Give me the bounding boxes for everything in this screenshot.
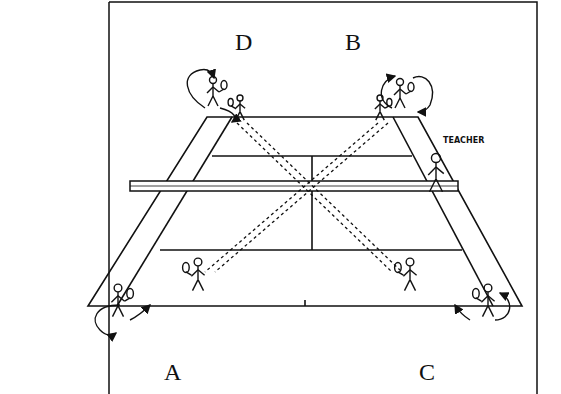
net	[130, 181, 458, 191]
ball-path	[205, 123, 402, 272]
figure-stroke	[395, 98, 400, 108]
player-figure	[375, 95, 392, 120]
player-figure	[395, 258, 417, 290]
frame	[109, 2, 537, 394]
figure-stroke	[207, 87, 213, 93]
players	[111, 77, 494, 317]
figure-stroke	[405, 280, 411, 291]
figure-stroke	[380, 104, 385, 108]
figure-stroke	[436, 167, 444, 174]
player-figure	[183, 258, 205, 290]
figure-stroke	[240, 104, 245, 108]
figure-stroke	[213, 87, 219, 92]
figure-stroke	[488, 306, 494, 317]
figure-stroke	[197, 266, 198, 280]
figure-stroke	[212, 84, 213, 97]
player-letter: D	[235, 30, 252, 54]
figure-stroke	[375, 104, 380, 109]
player-figure	[207, 77, 227, 107]
figure-stroke	[235, 104, 240, 109]
player-figure	[473, 284, 495, 316]
figure-stroke	[191, 270, 198, 277]
figure-stroke	[198, 270, 205, 276]
player-figure	[228, 95, 245, 120]
player-figure	[394, 79, 414, 109]
figure-stroke	[399, 86, 400, 99]
player-letter: B	[345, 30, 361, 54]
figure-stroke	[400, 89, 406, 94]
figure-stroke	[213, 96, 218, 106]
player-figure	[428, 153, 444, 191]
figure-stroke	[117, 292, 118, 306]
figure-stroke	[111, 296, 118, 303]
figure-stroke	[400, 98, 405, 108]
figure-stroke	[193, 280, 199, 291]
teacher-label: TEACHER	[442, 137, 485, 145]
figure-stroke	[208, 96, 213, 106]
figure-stroke	[481, 296, 488, 303]
figure-stroke	[118, 296, 125, 302]
figure-stroke	[379, 101, 380, 112]
figure-stroke	[403, 270, 410, 277]
figure-stroke	[410, 280, 416, 291]
figure-stroke	[409, 266, 410, 280]
figure-stroke	[376, 112, 380, 121]
figure-stroke	[394, 89, 400, 95]
player-letter: A	[164, 360, 181, 384]
figure-stroke	[240, 112, 244, 121]
figure-stroke	[488, 296, 495, 302]
figure-stroke	[487, 292, 488, 306]
figure-stroke	[236, 112, 240, 121]
court	[88, 117, 522, 306]
figure-stroke	[435, 163, 436, 179]
figure-stroke	[118, 306, 124, 317]
figure-stroke	[430, 179, 437, 192]
player-figure	[111, 284, 133, 316]
player-letter: C	[419, 360, 435, 384]
figure-stroke	[380, 112, 384, 121]
figure-stroke	[428, 167, 436, 175]
figure-stroke	[436, 179, 443, 192]
figure-stroke	[198, 280, 204, 291]
figure-stroke	[410, 270, 417, 276]
figure-stroke	[239, 101, 240, 112]
figure-stroke	[483, 306, 489, 317]
figure-stroke	[113, 306, 119, 317]
rotation-arrow	[95, 69, 510, 334]
